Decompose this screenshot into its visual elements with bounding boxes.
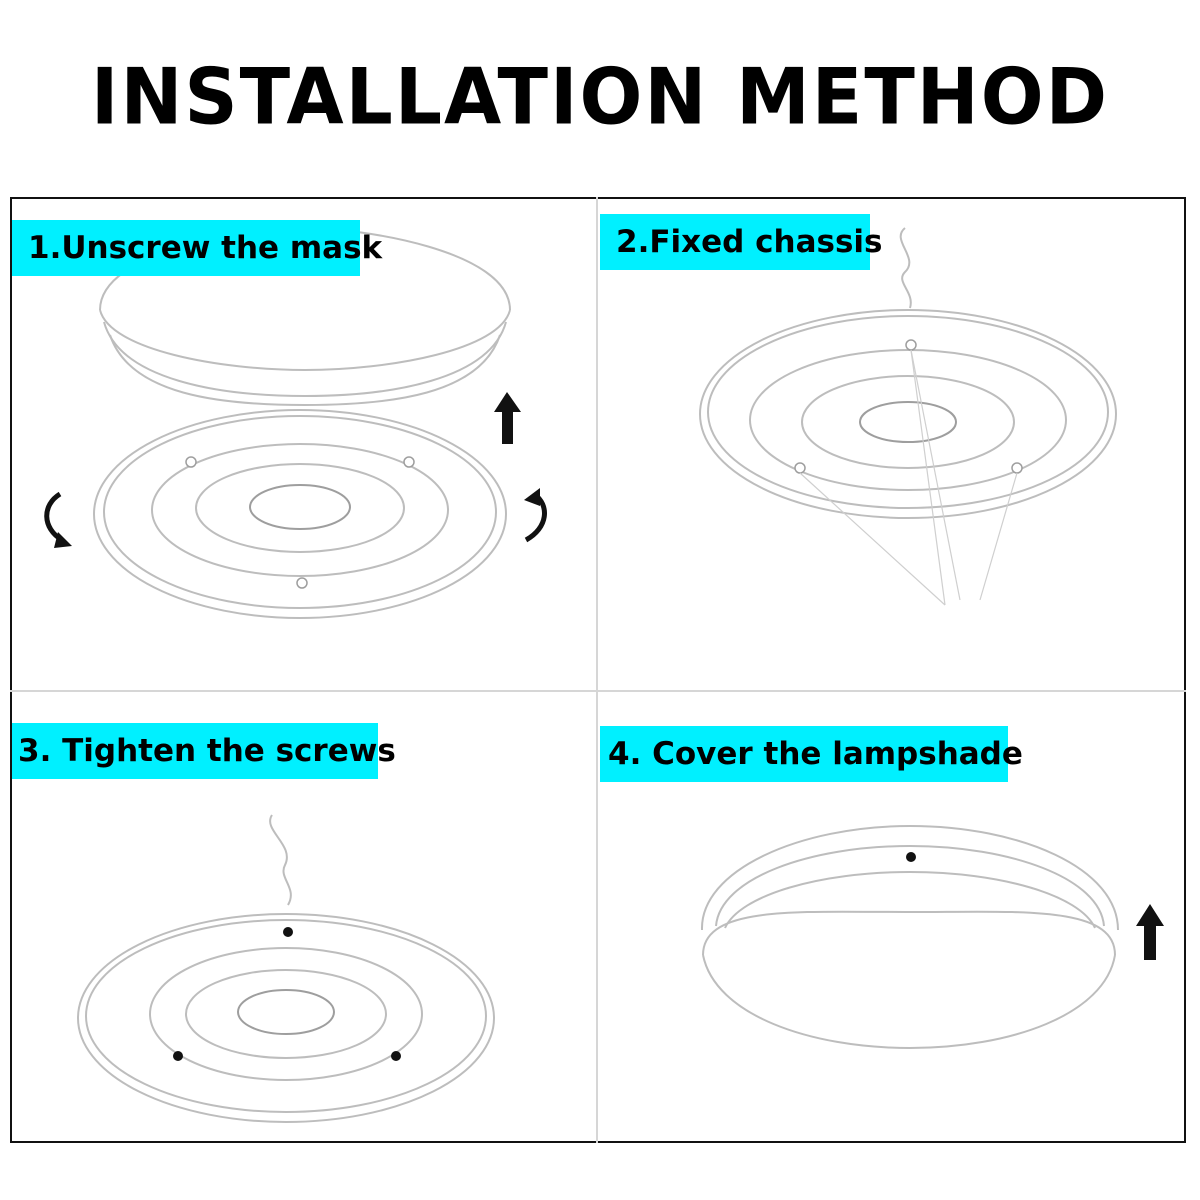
page-title: INSTALLATION METHOD <box>90 51 1110 143</box>
grid-divider-horizontal <box>10 690 1186 692</box>
step-3-label: 3. Tighten the screws <box>12 723 396 779</box>
step-1-label: 1.Unscrew the mask <box>12 220 382 276</box>
step-2-label: 2.Fixed chassis <box>600 214 883 270</box>
step-4-label: 4. Cover the lampshade <box>600 726 1023 782</box>
grid-divider-vertical <box>596 197 598 1143</box>
instructions-grid <box>10 197 1186 1143</box>
